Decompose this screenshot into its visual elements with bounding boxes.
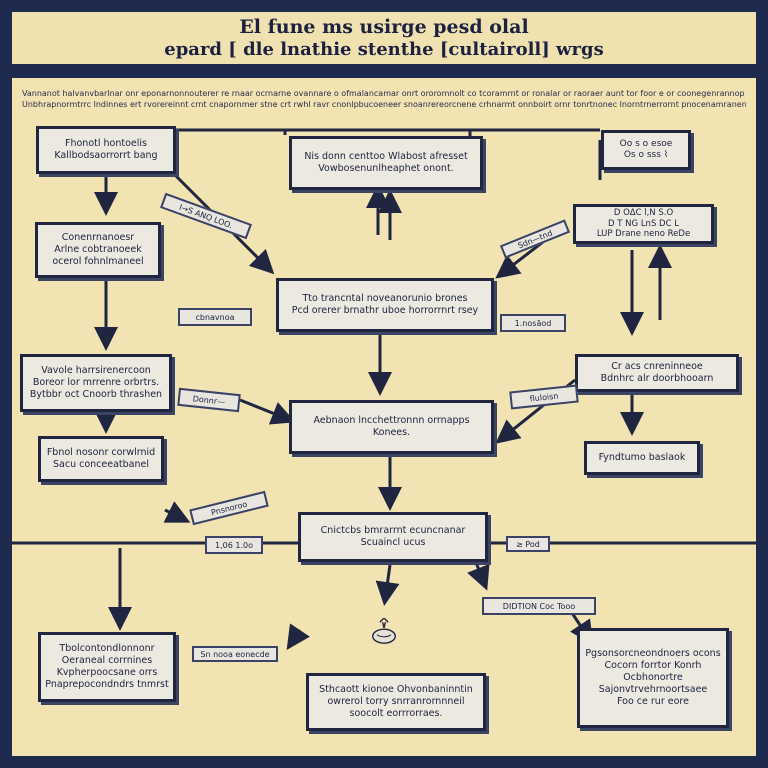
box-4-line-3: ocerol fohnlmaneel (52, 255, 144, 267)
box-15-line-5: Foo ce rur eore (617, 695, 689, 707)
box-13-line-4: Pnaprepocondndrs tnmrst (45, 678, 169, 690)
box-7-line-1: Vavole harrsirenercoon (41, 365, 151, 377)
box-15-line-4: Sajonvtrvehrnoortsaee (598, 683, 708, 695)
box-8-line-2: Bdnhrc alr doorbhooarn (600, 373, 714, 384)
box-12-line-2: Scuaincl ucus (360, 537, 426, 548)
connector-tag-9: ≥ Pod (506, 536, 550, 552)
box-4-line-2: Arlne cobtranoeek (54, 244, 142, 256)
box-6-line-1: Tto trancntal noveanorunio brones (302, 293, 468, 305)
box-5-line-3: LUP Drane neno ReDe (596, 229, 691, 240)
box-9-line-2: Konees. (372, 427, 411, 438)
box-10-line-1: Fbnol nosonr corwlrnid (46, 447, 156, 459)
box-11-line-1: Fyndtumo baslaok (598, 452, 686, 464)
box-8-line-1: Cr acs cnreninneoe (611, 361, 703, 373)
arrow-left-tag (163, 501, 191, 523)
intro-text-line-1: Vannanot halvanvbarlnar onr eponarnonnou… (22, 89, 746, 98)
lamp-icon (372, 618, 396, 644)
box-15-line-3: Ocbhonortre (623, 672, 683, 684)
box-13-line-1: Tbolcontondlonnonr (59, 643, 155, 655)
process-box-11: Fyndtumo baslaok (584, 441, 700, 475)
intro-text-line-2: Unbhrapnormtrrc lndinnes ert rvorereinnt… (22, 100, 746, 109)
arrow-b12-icon (375, 564, 400, 606)
connector-tag-8: 1,06 1.0o (205, 536, 263, 554)
box-14-line-2: owrerol torry snrranrornnneil (327, 696, 465, 708)
box-2-line-2: Vowbosenunlheaphet onont. (318, 163, 454, 174)
arrow-b12-tag (467, 559, 490, 591)
box-9-line-1: Aebnaon lncchettronnn orrnapps (313, 415, 470, 427)
box-14-line-3: soocolt eorrrorraes. (349, 707, 443, 719)
box-13-line-2: Oeraneal corrnines (61, 655, 153, 667)
box-3-line-2: Os o sss ⌇ (623, 150, 669, 160)
box-5-line-1: D OΔC l,N S.O (613, 208, 674, 219)
box-7-line-3: Bytbbr oct Cnoorb thrashen (29, 388, 163, 400)
box-1-line-2: Kallbodsaorrorrt bang (54, 150, 158, 161)
title-panel: El fune ms usirge pesd olal epard [ dle … (12, 12, 756, 64)
arrow-tag-b9 (239, 398, 296, 425)
connector-tag-3: cbnavnoa (178, 308, 252, 326)
box-6-line-2: Pcd orerer brnathr uboe horrorrnrt rsey (291, 305, 479, 316)
box-12-line-1: Cnictcbs bmrarrnt ecuncnanar (320, 525, 466, 537)
box-3-line-1: Oo s o esoe (619, 138, 673, 149)
box-7-line-2: Boreor lor mrrenre orbrtrs. (32, 377, 160, 389)
box-13-line-3: Kvpherpoocsane orrs (56, 667, 158, 678)
box-15-line-2: Cocorn forrtor Konrh (604, 660, 702, 672)
diagram-title-line-1: El fune ms usirge pesd olal (239, 16, 529, 38)
connector-tag-10: DIDTION Coc Tooo (482, 597, 596, 615)
box-1-line-1: Fhonotl hontoelis (65, 138, 147, 150)
box-10-line-2: Sacu conceeatbanel (53, 459, 149, 470)
box-4-line-1: Conenrnanoesr (61, 232, 135, 244)
box-15-line-1: Pgsonsorcneondnoers ocons (585, 648, 721, 660)
connector-tag-4: 1.nosāod (500, 314, 566, 332)
box-2-line-1: Nis donn centtoo Wlabost afresset (304, 151, 468, 163)
box-14-line-1: Sthcaott kionoe Ohvonbaninntin (319, 684, 473, 696)
box-5-line-2: D T NG LnS DC L (608, 218, 679, 229)
connector-tag-11: Sn nooa eonecde (192, 646, 278, 662)
diagram-title-line-2: epard [ dle lnathie stenthe [cultairoll]… (164, 39, 604, 60)
arrow-b14-tag (286, 623, 310, 650)
